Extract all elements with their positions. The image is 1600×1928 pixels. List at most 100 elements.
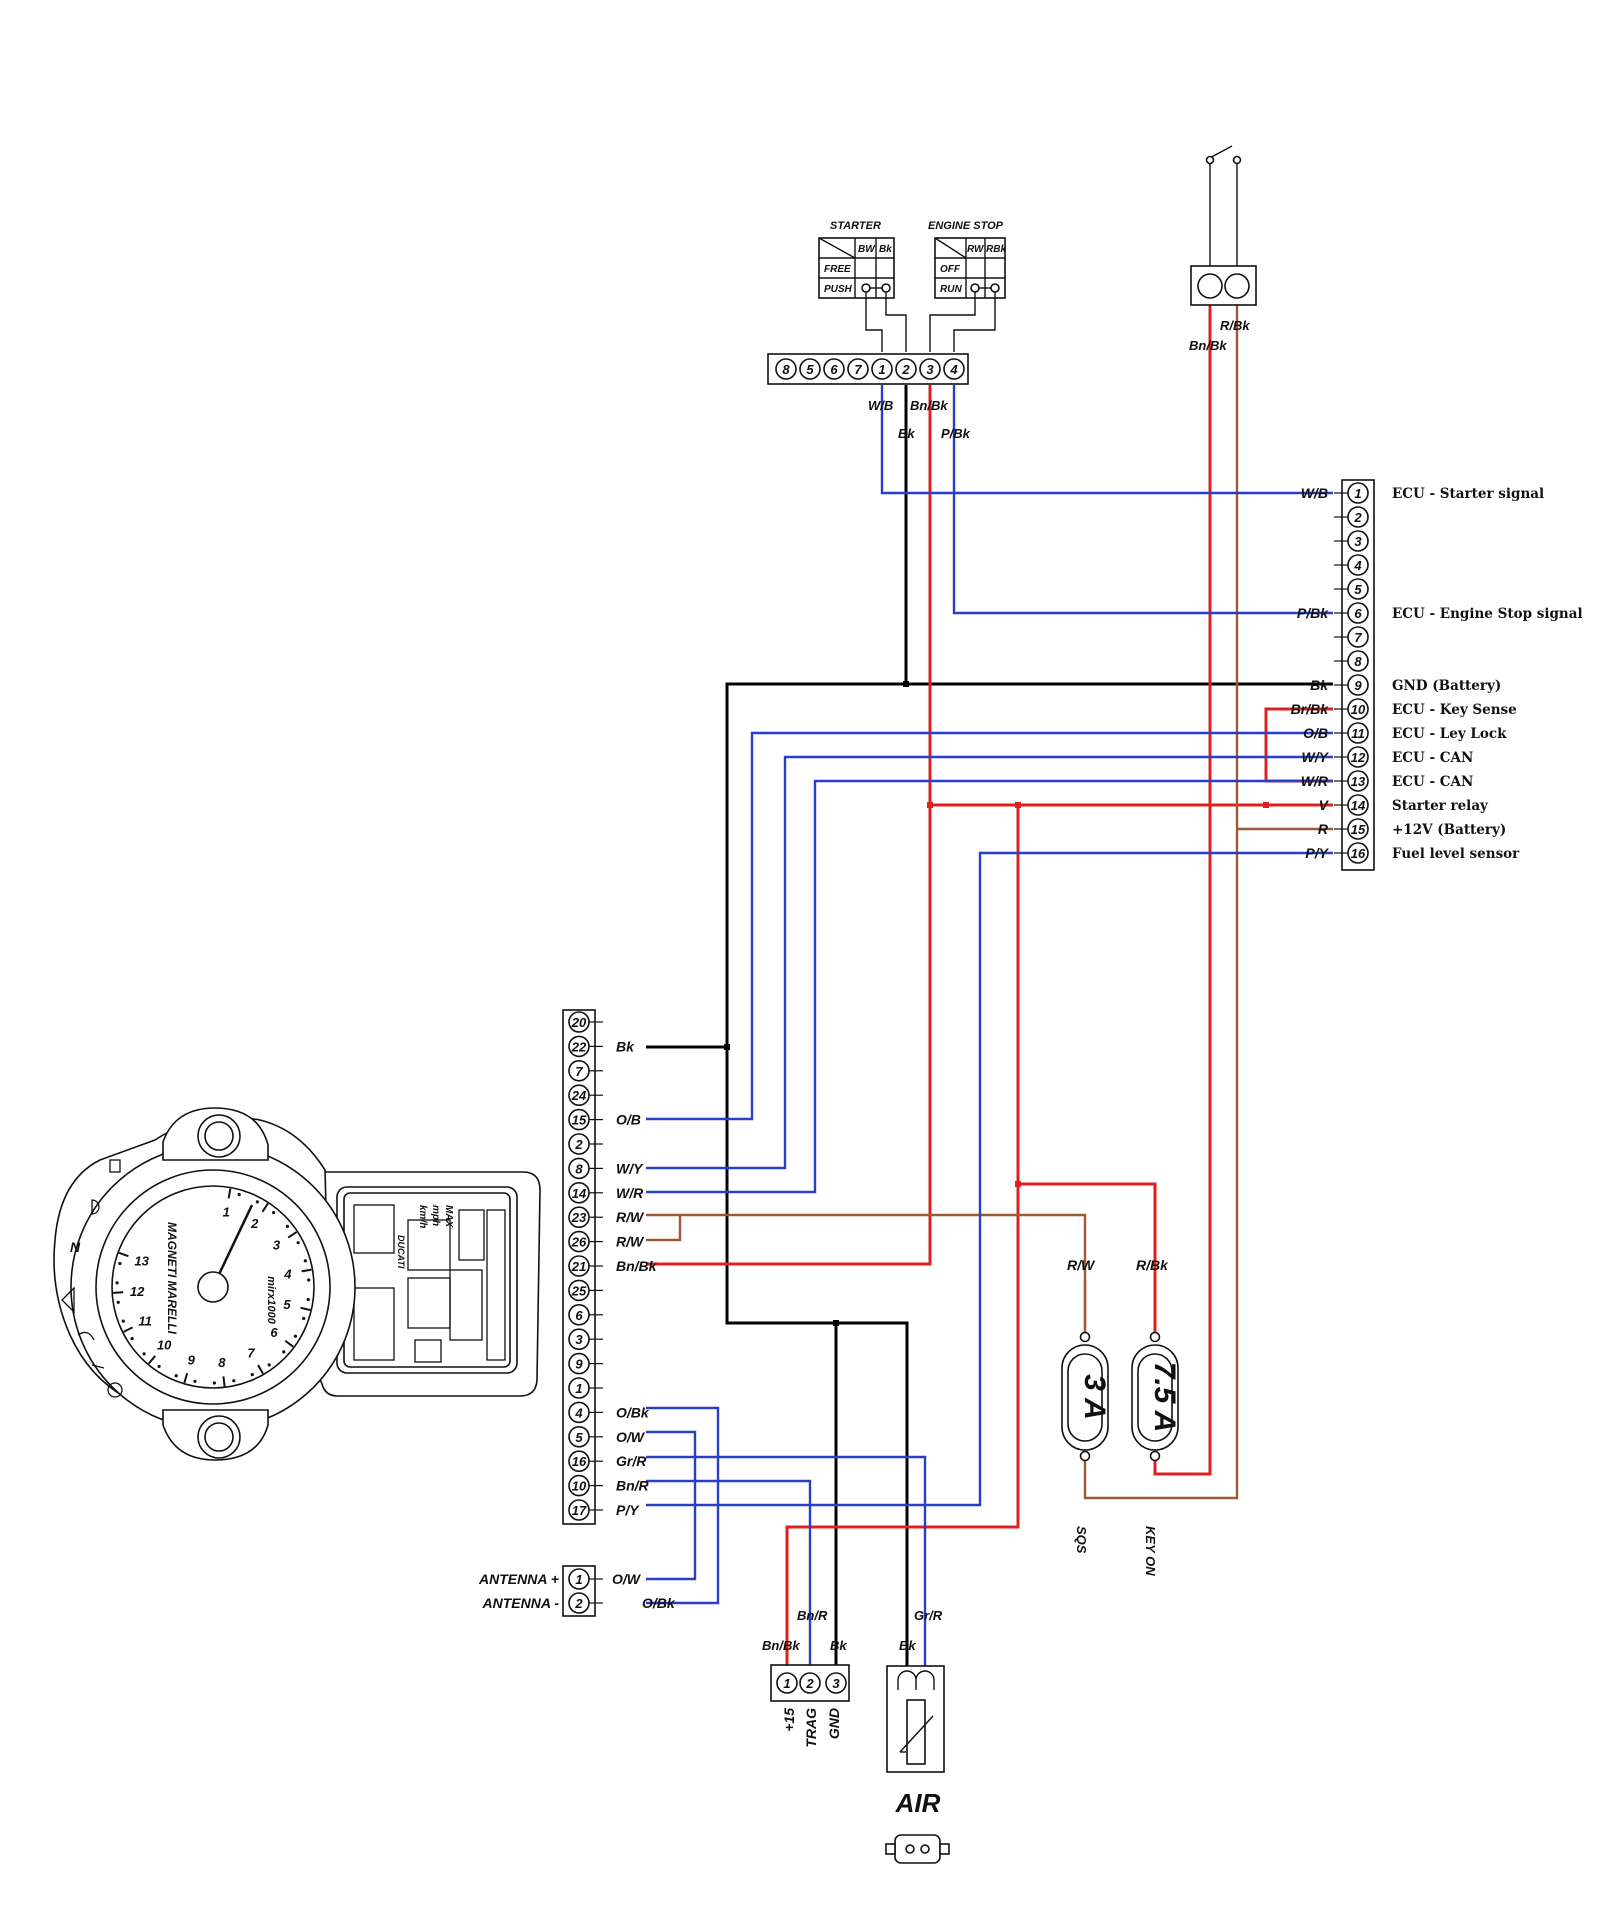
fuse-75a-rating: 7.5 A	[1148, 1362, 1181, 1433]
dash-pin-2: 2	[568, 1133, 590, 1155]
engine-stop-col-rbk: RBk	[986, 244, 1006, 255]
wire-key-bn-bk	[1153, 305, 1212, 1476]
hb-label-bk: Bk	[898, 426, 915, 441]
svg-text:3: 3	[1354, 534, 1362, 549]
svg-text:10: 10	[1351, 702, 1366, 717]
wire-w-r	[646, 779, 1333, 1194]
key-switch: R/Bk Bn/Bk	[1189, 145, 1257, 353]
fuse-3a-feed: SQS	[1074, 1526, 1089, 1554]
ecu-pin-5: 5	[1347, 578, 1369, 600]
handlebar-pin-8: 8	[775, 358, 797, 380]
antenna-pin-2: 2	[568, 1592, 590, 1614]
diag-pin-3: 3	[825, 1672, 847, 1694]
wire-p-bk	[952, 385, 1333, 615]
key-label-r-bk: R/Bk	[1220, 318, 1250, 333]
dash-pin-22: 22	[568, 1035, 590, 1058]
wire-gr-r	[646, 1455, 927, 1673]
wire-bk-gnd	[646, 385, 1333, 1673]
antenna-pin-name: ANTENNA +	[478, 1571, 559, 1587]
tach-number: 2	[250, 1216, 259, 1231]
hb-label-w-b: W/B	[868, 398, 893, 413]
ecu-pin-10: 10	[1347, 698, 1369, 720]
svg-text:22: 22	[571, 1039, 587, 1054]
indicator-lights	[61, 1159, 123, 1398]
engine-stop-row-run: RUN	[940, 284, 962, 295]
lcd-unit-mph: mph	[430, 1205, 441, 1226]
ecu-wire-label: O/B	[1303, 725, 1328, 741]
svg-text:17: 17	[572, 1503, 587, 1518]
starter-col-bw: BW	[858, 244, 876, 255]
svg-text:1: 1	[575, 1381, 582, 1396]
ecu-pin-6: 6	[1347, 602, 1369, 624]
fuse-3a-wire-label: R/W	[1067, 1257, 1096, 1273]
dash-wire-label: R/W	[616, 1234, 645, 1250]
starter-row-push: PUSH	[824, 284, 853, 295]
wire-bn-bk-handlebar	[647, 385, 932, 1266]
dash-pin-9: 9	[568, 1352, 590, 1375]
wire-w-b	[880, 385, 1333, 495]
wire-o-w	[646, 1430, 697, 1581]
ecu-pin-9: 9	[1347, 674, 1369, 696]
svg-text:8: 8	[575, 1161, 583, 1176]
lcd-unit-max: MAX	[443, 1205, 454, 1229]
ecu-wire-label: Br/Bk	[1291, 701, 1330, 717]
lcd-display	[353, 1204, 506, 1363]
hb-label-p-bk: P/Bk	[941, 426, 971, 441]
tach-number: 12	[130, 1284, 145, 1299]
diag-pin-2: 2	[799, 1672, 821, 1694]
svg-text:16: 16	[1351, 846, 1366, 861]
dash-pin-7: 7	[568, 1060, 590, 1082]
svg-text:2: 2	[1353, 510, 1362, 525]
fuse-75a-wire-label: R/Bk	[1136, 1257, 1169, 1273]
svg-text:11: 11	[1351, 726, 1365, 741]
dash-pin-21: 21	[568, 1255, 590, 1277]
ecu-pin-description: ECU - CAN	[1392, 750, 1473, 766]
dash-wire-label: Bn/R	[616, 1478, 650, 1494]
svg-text:12: 12	[1351, 750, 1366, 765]
svg-text:4: 4	[1353, 558, 1362, 573]
svg-text:5: 5	[806, 362, 814, 377]
ecu-wire-label: R	[1318, 821, 1329, 837]
dash-pin-4: 4	[568, 1401, 590, 1424]
ecu-pin-14: 14	[1347, 794, 1369, 816]
svg-text:9: 9	[1354, 678, 1362, 693]
turn-left-indicator-icon	[61, 1286, 75, 1314]
dash-pin-1: 1	[568, 1377, 590, 1399]
wire-v-starter-relay	[785, 803, 1333, 1673]
svg-text:5: 5	[575, 1430, 583, 1445]
handlebar-pin-6: 6	[823, 358, 845, 380]
svg-text:25: 25	[571, 1283, 587, 1298]
instrument-model: mirx1000	[265, 1276, 277, 1325]
dash-pin-17: 17	[568, 1499, 590, 1521]
handlebar-pin-7: 7	[847, 358, 869, 380]
svg-text:1: 1	[575, 1572, 582, 1587]
antenna-wire-label: O/Bk	[642, 1595, 676, 1611]
ecu-pin-1: 1	[1347, 482, 1369, 504]
handlebar-pin-3: 3	[919, 358, 941, 380]
svg-text:21: 21	[571, 1259, 586, 1274]
svg-text:3: 3	[926, 362, 934, 377]
dash-wire-label: O/B	[616, 1112, 641, 1128]
dash-pin-15: 15	[568, 1108, 590, 1131]
diag-signal-plus15: +15	[781, 1708, 797, 1732]
ecu-pin-12: 12	[1347, 746, 1369, 768]
diag-pin-1: 1	[776, 1672, 798, 1694]
hb-label-bn-bk: Bn/Bk	[910, 398, 948, 413]
wire-o-bk	[646, 1406, 720, 1605]
ecu-wire-label: V	[1319, 797, 1330, 813]
headlight-indicator-icon	[91, 1199, 100, 1215]
air-title: AIR	[895, 1788, 941, 1818]
dash-pin-20: 20	[568, 1011, 590, 1033]
antenna-wire-label: O/W	[612, 1571, 642, 1587]
tach-number: 8	[218, 1355, 226, 1370]
air-label-gr-r: Gr/R	[914, 1608, 943, 1623]
ecu-pin-2: 2	[1347, 506, 1369, 528]
dash-pin-3: 3	[568, 1328, 590, 1350]
svg-text:13: 13	[1351, 774, 1366, 789]
tach-number: 4	[283, 1266, 292, 1281]
